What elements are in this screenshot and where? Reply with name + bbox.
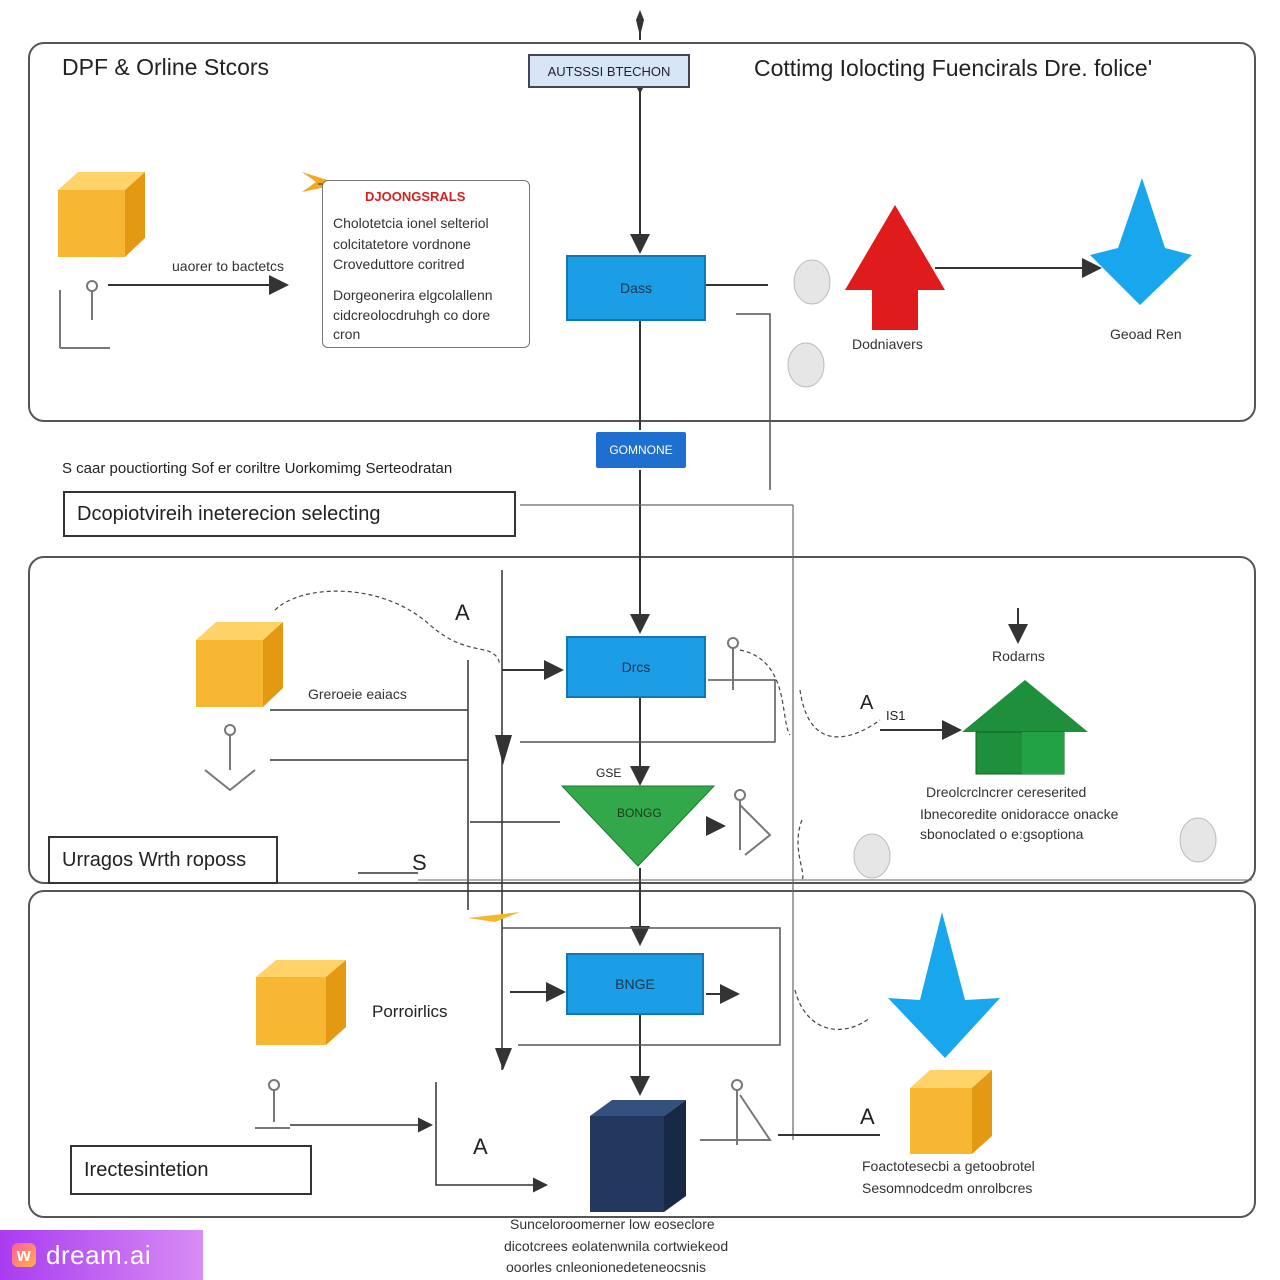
process-box-3[interactable]: BNGE: [566, 953, 704, 1015]
red-arrow-label: Dodniavers: [852, 336, 923, 352]
note-line: cron: [333, 326, 361, 342]
cube-orange-4: [910, 1070, 992, 1154]
brand-logo-icon: w: [12, 1243, 36, 1267]
marker-a: A: [455, 600, 470, 625]
note-line: colcitatetore vordnone: [333, 236, 471, 252]
right-line: Ibnecoredite onidoracce onacke: [920, 806, 1119, 822]
right-line: sbonoclated o e:gsoptiona: [920, 826, 1084, 842]
note-line: Cholotetcia ionel selteriol: [333, 215, 489, 231]
funnel-tag: GSE: [596, 766, 622, 780]
process-box-1[interactable]: Dass: [566, 255, 706, 321]
note-line: Croveduttore coritred: [333, 256, 465, 272]
label-box-2: Urragos Wrth roposs: [48, 836, 278, 884]
right-tag: IS1: [886, 708, 906, 723]
panel-bottom: [28, 890, 1256, 1218]
title-left: DPF & Orline Stcors: [62, 54, 270, 80]
bottom-line: Sunceloroomerner low eoseclore: [510, 1216, 715, 1232]
top-box[interactable]: AUTSSSI BTECHON: [528, 54, 690, 88]
brand-text: dream.ai: [46, 1239, 152, 1270]
panel-middle: [28, 556, 1256, 884]
panel-top: [28, 42, 1256, 422]
note-line: cidcreolocdruhgh co dore: [333, 307, 491, 323]
left-label-2: Greroeie eaiacs: [308, 686, 407, 702]
blue-down-arrow-bottom: [888, 912, 1000, 1058]
cube-orange-1: [58, 172, 145, 257]
marker-a-bottom-right: A: [860, 1104, 875, 1129]
cube-navy: [590, 1100, 686, 1212]
right-title: Rodarns: [992, 648, 1045, 664]
blue-arrow-label: Geoad Ren: [1110, 326, 1182, 342]
title-right: Cottimg Iolocting Fuencirals Dre. folice…: [754, 55, 1153, 81]
funnel-label: BONGG: [617, 806, 662, 820]
marker-a-right: A: [860, 692, 874, 714]
right-line-3: Foactotesecbi a getoobrotel: [862, 1158, 1035, 1174]
left-label-3: Porroirlics: [372, 1002, 448, 1021]
blue-down-arrow-top: [1090, 178, 1192, 305]
process-box-2[interactable]: Drcs: [566, 636, 706, 698]
left-arrow-label: uaorer to bactetcs: [172, 258, 285, 274]
marker-s: S: [412, 850, 427, 875]
marker-a-bottom: A: [473, 1134, 488, 1159]
bottom-line: dicotcrees eolatenwnila cortwiekeod: [504, 1238, 729, 1254]
cube-orange-2: [196, 622, 283, 707]
label-box-1: Dcopiotvireih ineterecion selecting: [63, 491, 516, 537]
note-heading: DJOONGSRALS: [365, 189, 466, 204]
bottom-line: ooorles cnleonionedeteneocsnis: [506, 1259, 707, 1275]
right-line: Dreolcrclncrer cereserited: [926, 784, 1087, 800]
cube-orange-3: [256, 960, 346, 1045]
note-card: DJOONGSRALS Cholotetcia ionel selteriol …: [322, 180, 530, 348]
status-badge[interactable]: GOMNONE: [596, 432, 686, 468]
brand-watermark: w dream.ai: [0, 1230, 203, 1280]
label-box-3: Irectesintetion: [70, 1145, 312, 1195]
middle-caption: S caar pouctiorting Sof er coriltre Uork…: [62, 460, 453, 477]
note-line: Dorgeonerira elgcolallenn: [333, 287, 493, 303]
right-line-3: Sesomnodcedm onrolbcres: [862, 1180, 1033, 1196]
red-up-arrow: [845, 205, 945, 330]
